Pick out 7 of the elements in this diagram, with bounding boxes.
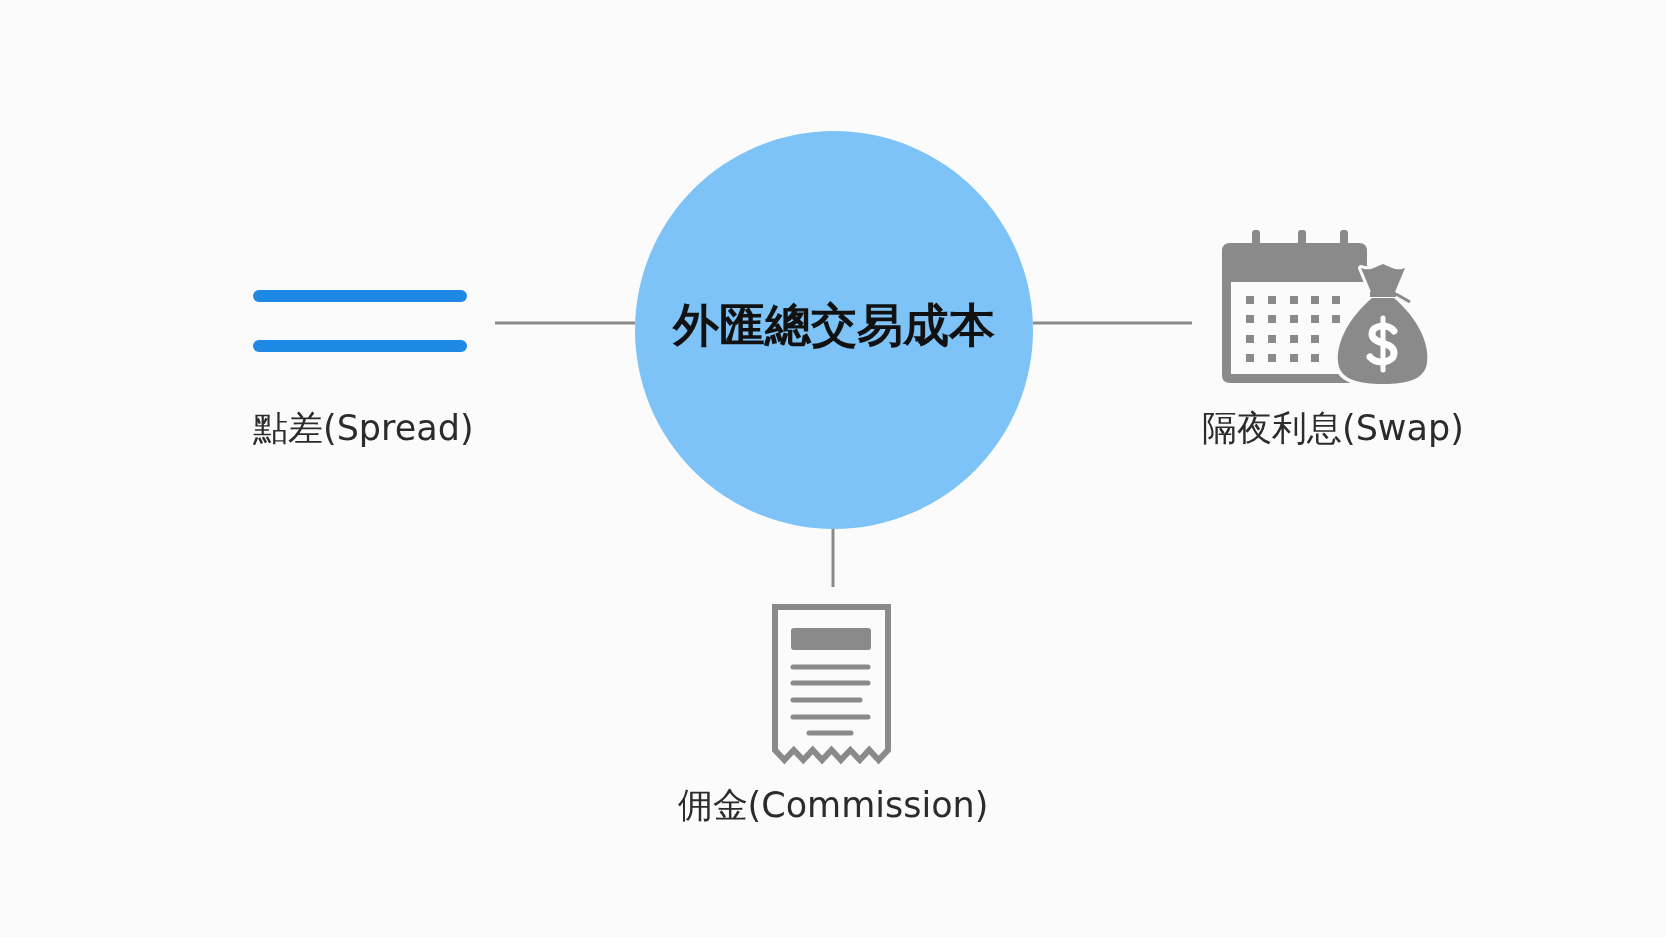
item-label: 隔夜利息(Swap) — [1202, 408, 1464, 448]
center-circle: 外匯總交易成本 — [635, 131, 1033, 529]
item-label: 點差(Spread) — [253, 408, 474, 448]
connector-line — [495, 321, 636, 325]
item-label: 佣金(Commission) — [677, 785, 989, 825]
connector-line — [831, 529, 835, 587]
connector-line — [1032, 321, 1192, 325]
